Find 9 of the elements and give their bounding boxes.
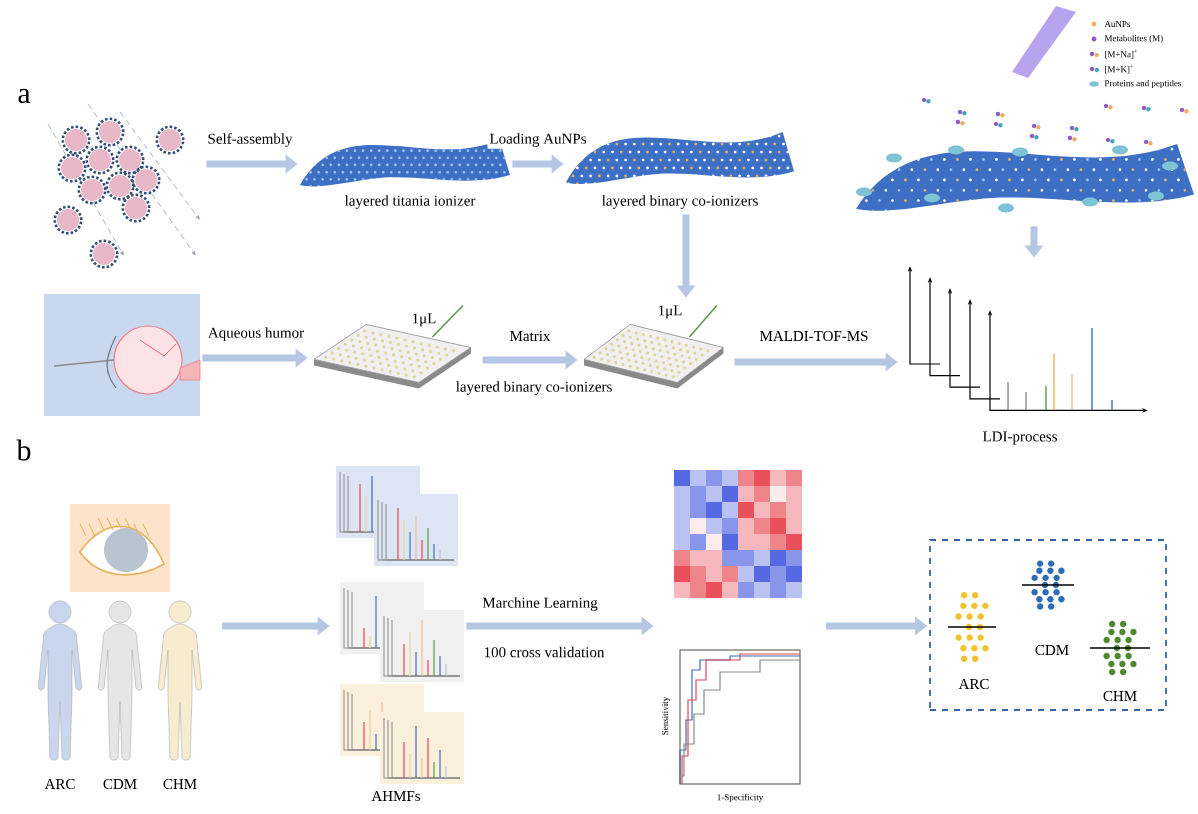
roc-curve-drawing (679, 649, 801, 785)
ionization-drawing (856, 6, 1194, 213)
eye-anatomy-drawing (44, 294, 201, 416)
panel-letter: a (18, 88, 31, 104)
heatmap-drawing (674, 470, 802, 598)
eye-drawing (70, 504, 170, 592)
particle-cluster-drawing (47, 103, 200, 269)
panel-letter: b (16, 439, 31, 461)
dashed-frame (929, 539, 1167, 711)
